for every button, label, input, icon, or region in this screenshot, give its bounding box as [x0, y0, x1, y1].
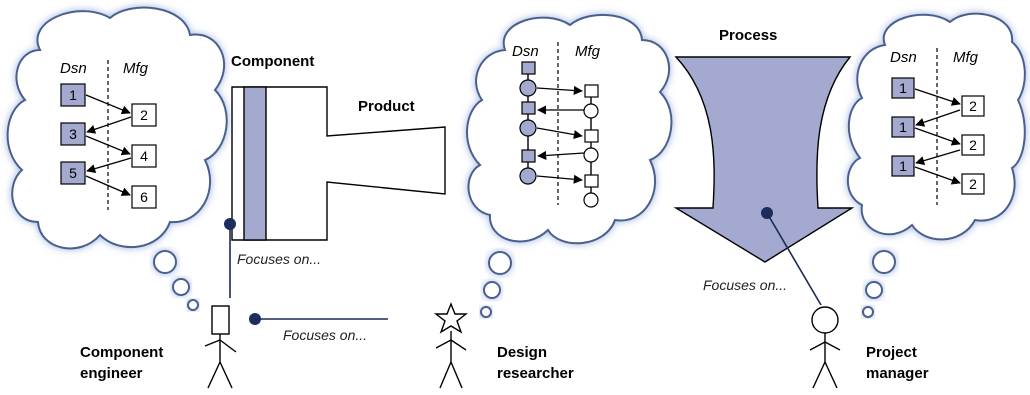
- thought-cloud-design-researcher: [466, 13, 673, 318]
- focus-dot: [224, 218, 236, 230]
- thought-bubble-large: [872, 250, 896, 274]
- svg-text:2: 2: [140, 107, 148, 123]
- thought-cloud-component-engineer: [6, 6, 228, 311]
- svg-text:1: 1: [899, 158, 907, 174]
- mfg-box: 2: [961, 173, 985, 195]
- dsn-header: Dsn: [60, 60, 87, 77]
- dsn-header: Dsn: [512, 43, 539, 60]
- product-shape: [231, 86, 446, 241]
- dsn-box: 5: [60, 161, 86, 185]
- svg-text:2: 2: [969, 176, 977, 192]
- process-label: Process: [719, 27, 777, 44]
- thought-bubble-small: [862, 306, 874, 318]
- svg-text:6: 6: [140, 189, 148, 205]
- person-label-line2: engineer: [80, 365, 143, 382]
- thought-bubble-large: [488, 251, 512, 275]
- thought-cloud-project-manager: [846, 12, 1026, 318]
- component-label: Component: [231, 53, 314, 70]
- mfg-box: 6: [131, 185, 157, 209]
- thought-bubble-large: [153, 250, 177, 274]
- project-manager-figure: [809, 306, 841, 389]
- svg-text:1: 1: [69, 87, 77, 103]
- mfg-box: 2: [131, 103, 157, 127]
- design-researcher-figure: [433, 302, 469, 389]
- svg-text:1: 1: [899, 80, 907, 96]
- person-label-line2: manager: [866, 365, 929, 382]
- mfg-box: 2: [961, 134, 985, 156]
- person-label-line1: Project: [866, 344, 917, 361]
- process-arrow: [673, 56, 855, 263]
- dsn-box: 1: [60, 83, 86, 107]
- mfg-box: 4: [131, 144, 157, 168]
- flow-arrows: [914, 88, 961, 185]
- dsn-box: 1: [891, 77, 915, 99]
- svg-text:3: 3: [69, 126, 77, 142]
- focus-pointer-line: [766, 212, 822, 306]
- thought-bubble-medium: [865, 281, 883, 299]
- mfg-header: Mfg: [953, 49, 979, 66]
- product-label: Product: [358, 98, 415, 115]
- person-label-line1: Design: [497, 344, 547, 361]
- focuses-on-label: Focuses on...: [703, 277, 787, 293]
- thought-bubble-medium: [172, 278, 190, 296]
- dsn-box: 1: [891, 116, 915, 138]
- thought-bubble-small: [187, 299, 199, 311]
- person-label-line1: Component: [80, 344, 163, 361]
- dsn-box: 1: [891, 155, 915, 177]
- flow-arrows: [85, 94, 132, 196]
- svg-text:5: 5: [69, 165, 77, 181]
- component-engineer-figure: [204, 305, 237, 389]
- dsn-box: 3: [60, 122, 86, 146]
- mfg-box: 2: [961, 95, 985, 117]
- focuses-on-label: Focuses on...: [283, 327, 367, 343]
- person-label-line2: researcher: [497, 365, 574, 382]
- component-part: [243, 86, 267, 241]
- svg-text:2: 2: [969, 98, 977, 114]
- mfg-header: Mfg: [575, 43, 601, 60]
- thought-bubble-medium: [483, 281, 501, 299]
- svg-text:1: 1: [899, 119, 907, 135]
- mfg-header: Mfg: [123, 60, 149, 77]
- svg-text:4: 4: [140, 148, 148, 164]
- thought-bubble-small: [480, 306, 492, 318]
- svg-text:2: 2: [969, 137, 977, 153]
- process-flow-chart: [519, 61, 599, 208]
- dsn-header: Dsn: [890, 49, 917, 66]
- focuses-on-label: Focuses on...: [237, 251, 321, 267]
